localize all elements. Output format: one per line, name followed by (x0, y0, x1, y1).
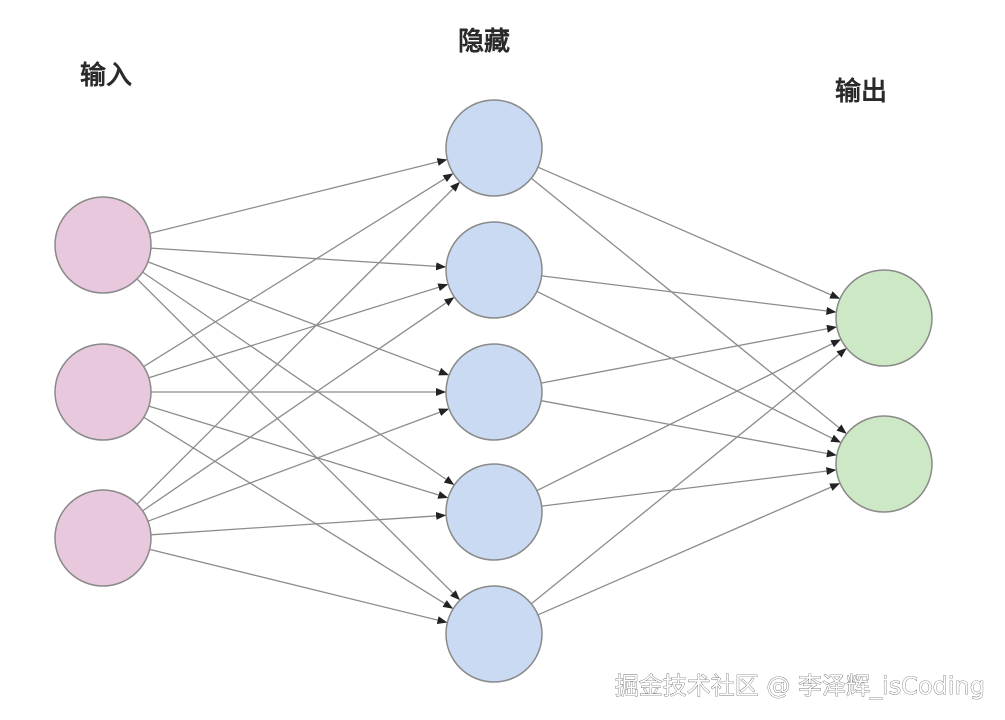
input-layer-label: 输入 (80, 60, 132, 91)
edge-input-1-to-hidden-5 (136, 278, 461, 601)
output-layer-label: 输出 (835, 76, 887, 107)
edge-input-1-to-hidden-4 (142, 271, 455, 485)
edge-input-1-to-hidden-3 (147, 261, 450, 376)
network-nodes (54, 99, 933, 683)
edge-hidden-3-to-output-1 (541, 324, 837, 384)
output-node-1 (835, 269, 933, 367)
output-node-2 (835, 415, 933, 513)
hidden-node-2 (445, 221, 543, 319)
edge-input-1-to-hidden-2 (150, 247, 447, 271)
edge-input-3-to-hidden-3 (147, 408, 450, 522)
edge-input-3-to-hidden-1 (136, 181, 461, 505)
edge-hidden-2-to-output-1 (541, 275, 837, 315)
edge-hidden-5-to-output-1 (530, 348, 847, 605)
edge-hidden-2-to-output-2 (536, 290, 841, 443)
edge-input-2-to-hidden-4 (148, 405, 449, 499)
edge-hidden-5-to-output-2 (537, 483, 841, 616)
input-node-1 (54, 196, 152, 294)
edge-input-3-to-hidden-5 (149, 548, 448, 625)
edge-input-1-to-hidden-1 (149, 158, 448, 235)
hidden-node-4 (445, 463, 543, 561)
edge-input-2-to-hidden-5 (143, 416, 454, 609)
hidden-node-1 (445, 99, 543, 197)
hidden-layer-label: 隐藏 (458, 27, 510, 57)
edge-hidden-4-to-output-1 (536, 339, 841, 492)
input-node-3 (54, 489, 152, 587)
edge-input-3-to-hidden-4 (150, 511, 447, 536)
hidden-node-3 (445, 343, 543, 441)
edge-hidden-4-to-output-2 (541, 467, 837, 507)
edge-hidden-1-to-output-2 (530, 177, 847, 434)
edge-hidden-3-to-output-2 (541, 400, 837, 458)
edge-input-2-to-hidden-2 (148, 283, 449, 379)
input-node-2 (54, 343, 152, 441)
edge-input-2-to-hidden-1 (143, 173, 454, 368)
connection-edges (136, 158, 847, 625)
watermark-text: 掘金技术社区 @ 李泽辉_isCoding (615, 672, 985, 700)
edge-input-3-to-hidden-2 (142, 297, 455, 512)
hidden-node-5 (445, 585, 543, 683)
edge-hidden-1-to-output-1 (537, 166, 841, 299)
